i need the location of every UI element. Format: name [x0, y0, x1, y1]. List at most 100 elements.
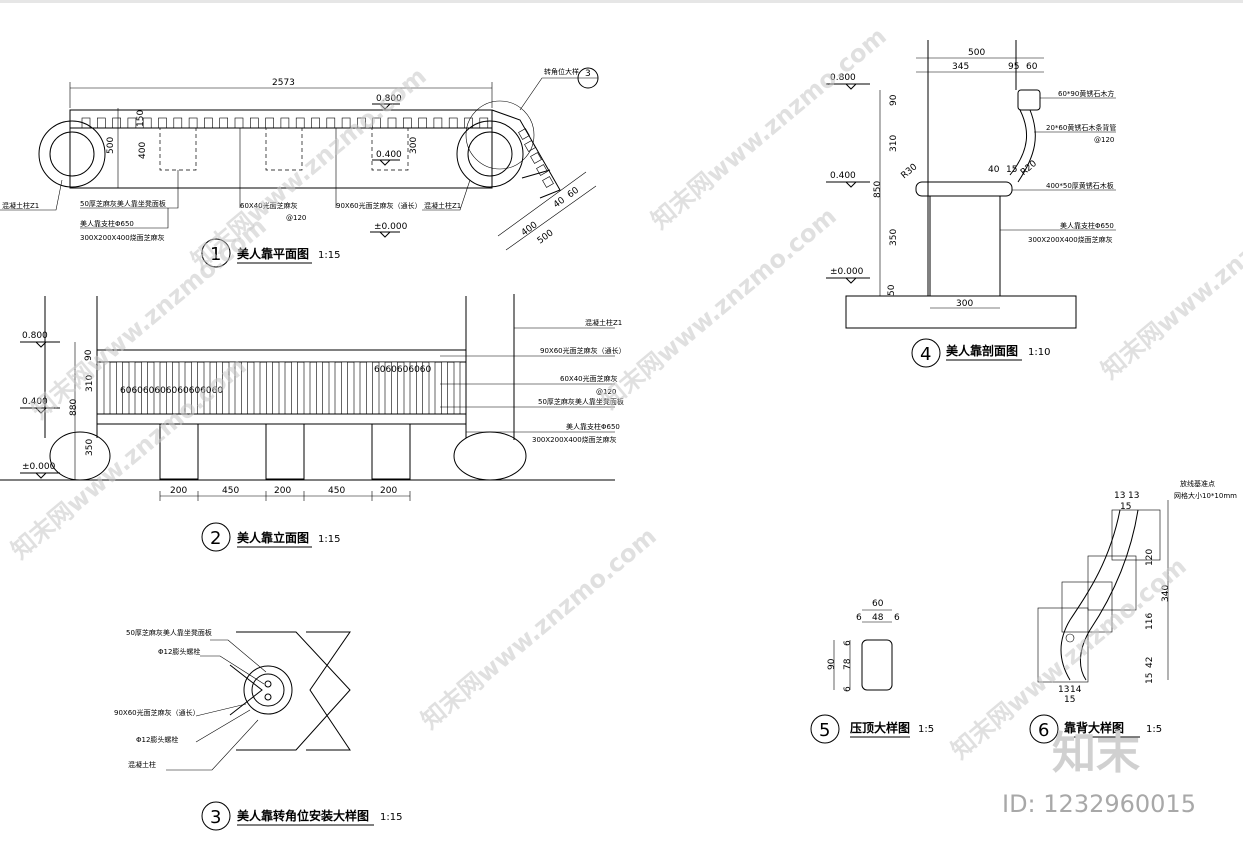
- elev-col-label: 混凝土柱Z1: [585, 318, 622, 327]
- plan-d400b-dim: 400: [520, 220, 540, 238]
- elev-w4: 450: [328, 486, 345, 496]
- d5-w6b: 6: [894, 613, 900, 623]
- plan-d150-dim: 150: [136, 110, 146, 127]
- elev-w5: 200: [380, 486, 397, 496]
- plan-elev-low: ±0.000: [374, 222, 408, 232]
- plan-d300-dim: 300: [409, 137, 419, 154]
- elev-beam-label: 90X60光面芝麻灰（通长）: [540, 346, 626, 355]
- elev-support-label: 美人靠支柱Φ650: [566, 422, 620, 431]
- plan-turn-label: 转角位大样: [544, 67, 579, 76]
- elev-h880: 880: [69, 399, 79, 416]
- d3-title: 美人靠转角位安装大样图: [237, 808, 369, 823]
- sec-d40: 40: [988, 165, 1000, 175]
- sec-w300: 300: [956, 299, 973, 309]
- d6-h42: 42: [1145, 657, 1155, 668]
- elev-h350: 350: [85, 439, 95, 456]
- d3-title-number: 3: [210, 807, 221, 828]
- plan-elev-mid: 0.400: [376, 150, 402, 160]
- d3-label-col: 混凝土柱: [128, 760, 156, 769]
- elev-title: 美人靠立面图: [237, 530, 309, 545]
- elev-spacing-left: 606060606060606060: [120, 386, 223, 396]
- watermark-6: 知末网www.znzmo.com: [646, 22, 892, 235]
- elev-block-label: 300X200X400烧面芝麻灰: [532, 435, 617, 444]
- plan-rail-at: @120: [286, 214, 306, 222]
- sec-r30: R30: [899, 162, 919, 181]
- d5-title: 压顶大样图: [850, 720, 910, 735]
- elev-scale: 1:15: [318, 534, 340, 545]
- plan-beam-label: 90X60光面芝麻灰（通长）: [336, 201, 422, 210]
- sec-e800: 0.800: [830, 73, 856, 83]
- watermark-5: 知末网www.znzmo.com: [596, 202, 842, 415]
- d6-label-2: 网格大小10*10mm: [1174, 491, 1237, 500]
- sec-w500: 500: [968, 48, 985, 58]
- d6-top1: 13: [1114, 491, 1125, 501]
- sec-label-5: 300X200X400烧面芝麻灰: [1028, 235, 1113, 244]
- d5-scale: 1:5: [918, 724, 934, 735]
- elev-h310: 310: [85, 375, 95, 392]
- d6-bot1: 13: [1058, 685, 1069, 695]
- d6-bot2: 14: [1070, 685, 1082, 695]
- elev-800: 0.800: [22, 331, 48, 341]
- d6-title: 靠背大样图: [1064, 720, 1124, 735]
- elev-400: 0.400: [22, 397, 48, 407]
- sec-w95: 95: [1008, 62, 1019, 72]
- d6-label-1: 放线基准点: [1180, 479, 1215, 488]
- elev-h90: 90: [84, 349, 94, 361]
- elev-spacing-right: 6060606060: [374, 365, 432, 375]
- d3-label-bolt2: Φ12膨头螺栓: [136, 735, 178, 744]
- elev-000: ±0.000: [22, 462, 56, 472]
- watermark-8: 知末网www.znzmo.com: [1096, 172, 1243, 385]
- plan-depth-dim: 500: [106, 137, 116, 154]
- plan-turn-ref: 3: [585, 69, 591, 79]
- d6-top2: 13: [1128, 491, 1139, 501]
- backrest-detail: 放线基准点 网格大小10*10mm 13 13 15 120 340 116 4…: [1029, 479, 1237, 744]
- d5-w60: 60: [872, 599, 884, 609]
- d5-w48: 48: [872, 613, 884, 623]
- elev-w1: 200: [170, 486, 187, 496]
- plan-d500b-dim: 500: [536, 228, 556, 246]
- elev-rail-label: 60X40光面芝麻灰: [560, 374, 618, 383]
- image-id: ID: 1232960015: [1002, 790, 1196, 818]
- sec-h850: 850: [873, 181, 883, 198]
- plan-right-col-label: 混凝土柱Z1: [424, 201, 461, 210]
- sec-label-1: 60*90黄锈石木方: [1058, 89, 1114, 98]
- d5-h78: 78: [843, 658, 853, 670]
- d5-h90: 90: [827, 658, 837, 670]
- plan-block-label: 300X200X400烧面芝麻灰: [80, 233, 165, 242]
- elev-w3: 200: [274, 486, 291, 496]
- elev-w2: 450: [222, 486, 239, 496]
- elevation-view: 0.800 0.400 ±0.000 90 310 880 350 606060…: [0, 294, 626, 552]
- plan-rail-label: 60X40光面芝麻灰: [240, 201, 298, 210]
- plan-d400-dim: 400: [138, 142, 148, 159]
- sec-label-2b: @120: [1094, 136, 1114, 144]
- d3-label-beam: 90X60光面芝麻灰（通长）: [114, 708, 200, 717]
- plan-support-label: 美人靠支柱Φ650: [80, 219, 134, 228]
- sec-title-number: 4: [920, 344, 931, 365]
- sec-label-2: 20*60黄锈石木条背管: [1046, 123, 1116, 132]
- d6-bot3: 15: [1064, 695, 1075, 705]
- d3-scale: 1:15: [380, 812, 402, 823]
- sec-h350: 350: [889, 229, 899, 246]
- plan-elev-top: 0.800: [376, 94, 402, 104]
- plan-seat-label: 50厚芝麻灰美人靠坐凳面板: [80, 199, 166, 208]
- watermark-3: 知末网www.znzmo.com: [186, 62, 432, 275]
- d6-h116: 116: [1145, 613, 1155, 630]
- sec-label-3: 400*50厚黄锈石木板: [1046, 181, 1114, 190]
- watermark-4: 知末网www.znzmo.com: [416, 522, 662, 735]
- sec-d15: 15: [1006, 165, 1017, 175]
- plan-view: 2573 0.800 500 400 150 300 0.400 3 转角位大样: [0, 67, 599, 268]
- sec-h310: 310: [889, 135, 899, 152]
- brand-watermark: 知末: [1052, 728, 1140, 779]
- elev-seat-label: 50厚芝麻灰美人靠坐凳面板: [538, 397, 624, 406]
- sec-r20: R20: [1019, 159, 1039, 178]
- sec-w60: 60: [1026, 62, 1038, 72]
- section-view: 500 345 95 60 0.800 0.400 ±0.000 90 310 …: [826, 40, 1116, 368]
- d6-top3: 15: [1120, 502, 1131, 512]
- sec-h90: 90: [889, 94, 899, 106]
- sec-e000: ±0.000: [830, 267, 864, 277]
- plan-left-col-label: 混凝土柱Z1: [2, 201, 39, 210]
- elev-title-number: 2: [210, 528, 221, 549]
- corner-detail: 50厚芝麻灰美人靠坐凳面板 Φ12膨头螺栓 90X60光面芝麻灰（通长） Φ12…: [114, 628, 402, 831]
- sec-e400: 0.400: [830, 171, 856, 181]
